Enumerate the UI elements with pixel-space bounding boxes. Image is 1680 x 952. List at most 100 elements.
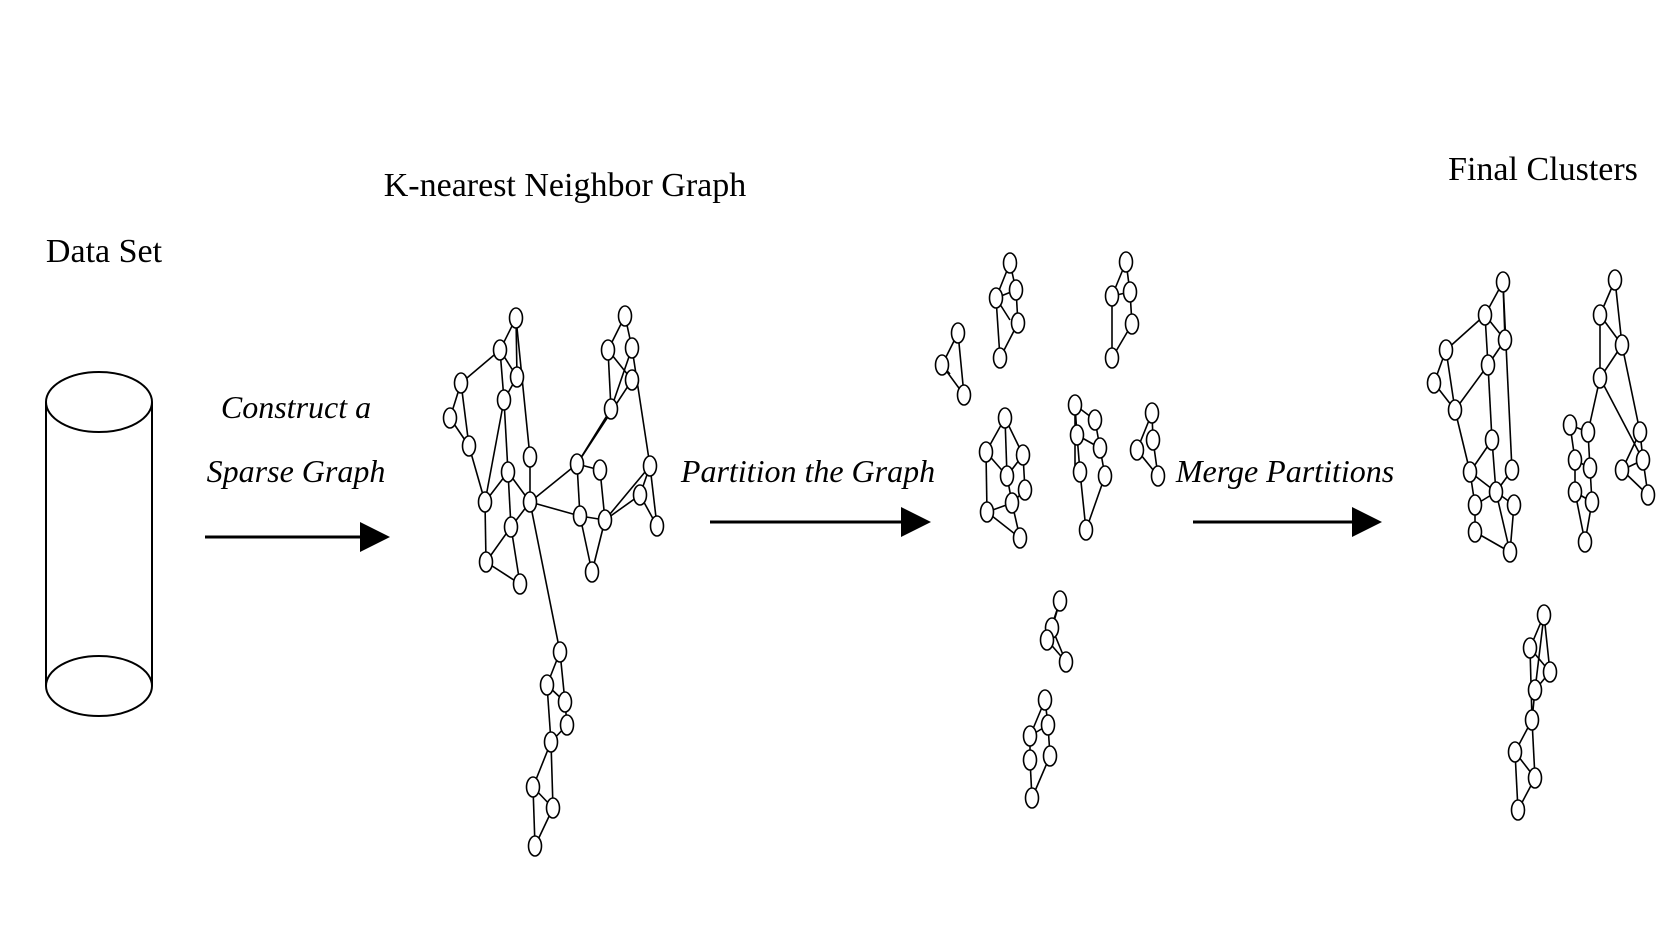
graph-edge <box>529 501 561 653</box>
partition-cluster <box>1104 251 1140 369</box>
graph-node <box>1506 494 1522 516</box>
graph-node <box>997 407 1013 429</box>
graph-node <box>950 322 966 344</box>
graph-node <box>600 339 616 361</box>
partition-arrow <box>710 507 931 537</box>
graph-node <box>545 797 561 819</box>
graph-node <box>1632 421 1648 443</box>
graph-node <box>509 366 525 388</box>
graph-node <box>649 515 665 537</box>
graph-edge <box>515 317 531 458</box>
partition-cluster <box>978 407 1033 549</box>
graph-node <box>1078 519 1094 541</box>
graph-node <box>496 389 512 411</box>
graph-node <box>539 674 555 696</box>
graph-node <box>527 835 543 857</box>
graph-node <box>1022 749 1038 771</box>
graph-node <box>1122 281 1138 303</box>
graph-node <box>1042 745 1058 767</box>
graph-node <box>1592 367 1608 389</box>
partitions <box>934 251 1166 809</box>
dataset-title: Data Set <box>46 233 163 270</box>
construct-arrow <box>205 522 390 552</box>
graph-node <box>1104 285 1120 307</box>
merge-arrow <box>1193 507 1382 537</box>
graph-node <box>1577 531 1593 553</box>
graph-node <box>1567 449 1583 471</box>
graph-node <box>1614 334 1630 356</box>
graph-node <box>1040 714 1056 736</box>
graph-node <box>1614 459 1630 481</box>
graph-node <box>624 337 640 359</box>
graph-node <box>492 339 508 361</box>
graph-node <box>1104 347 1120 369</box>
graph-node <box>1037 689 1053 711</box>
graph-node <box>522 446 538 468</box>
graph-node <box>624 369 640 391</box>
graph-node <box>978 441 994 463</box>
graph-node <box>1024 787 1040 809</box>
graph-node <box>1072 461 1088 483</box>
knn-graph-title: K-nearest Neighbor Graph <box>384 167 747 204</box>
graph-node <box>1002 252 1018 274</box>
graph-node <box>552 641 568 663</box>
graph-node <box>1536 604 1552 626</box>
graph-node <box>1592 304 1608 326</box>
graph-edge <box>604 465 651 521</box>
graph-node <box>525 776 541 798</box>
final-clusters-title: Final Clusters <box>1448 151 1638 188</box>
graph-node <box>559 714 575 736</box>
graph-edge <box>529 463 578 503</box>
graph-node <box>956 384 972 406</box>
graph-node <box>1582 457 1598 479</box>
graph-edge <box>1502 281 1513 471</box>
graph-node <box>1124 313 1140 335</box>
graph-edge <box>460 349 501 384</box>
partition-cluster <box>1129 402 1166 487</box>
graph-edge <box>631 347 651 467</box>
graph-node <box>1004 492 1020 514</box>
graph-node <box>1467 494 1483 516</box>
graph-node <box>1087 409 1103 431</box>
final-cluster-1 <box>1426 271 1522 563</box>
partition-cluster <box>1067 394 1113 541</box>
graph-edge <box>503 399 509 473</box>
graph-node <box>584 561 600 583</box>
graph-edge <box>1454 409 1471 473</box>
partition-cluster <box>934 322 972 406</box>
graph-node <box>1058 651 1074 673</box>
graph-node <box>1542 661 1558 683</box>
graph-node <box>603 398 619 420</box>
graph-node <box>1527 767 1543 789</box>
graph-node <box>979 501 995 523</box>
final-clusters <box>1426 269 1656 821</box>
graph-node <box>557 691 573 713</box>
graph-node <box>1092 437 1108 459</box>
graph-node <box>1497 329 1513 351</box>
graph-node <box>1052 590 1068 612</box>
partition-cluster <box>1022 689 1058 809</box>
graph-node <box>500 461 516 483</box>
graph-node <box>988 287 1004 309</box>
graph-node <box>1012 527 1028 549</box>
graph-node <box>1447 399 1463 421</box>
partition-cluster <box>988 252 1026 369</box>
construct-step-label-line1: Construct a <box>221 389 371 425</box>
graph-node <box>508 307 524 329</box>
graph-node <box>1467 521 1483 543</box>
graph-node <box>522 491 538 513</box>
graph-node <box>477 491 493 513</box>
graph-node <box>1510 799 1526 821</box>
graph-node <box>1144 402 1160 424</box>
dataset-cylinder-icon <box>45 371 153 717</box>
graph-node <box>1488 481 1504 503</box>
graph-node <box>999 465 1015 487</box>
graph-node <box>1477 304 1493 326</box>
graph-edge <box>1599 377 1644 461</box>
final-cluster-3 <box>1507 604 1558 821</box>
graph-edge <box>1614 279 1623 346</box>
graph-node <box>992 347 1008 369</box>
graph-node <box>503 516 519 538</box>
